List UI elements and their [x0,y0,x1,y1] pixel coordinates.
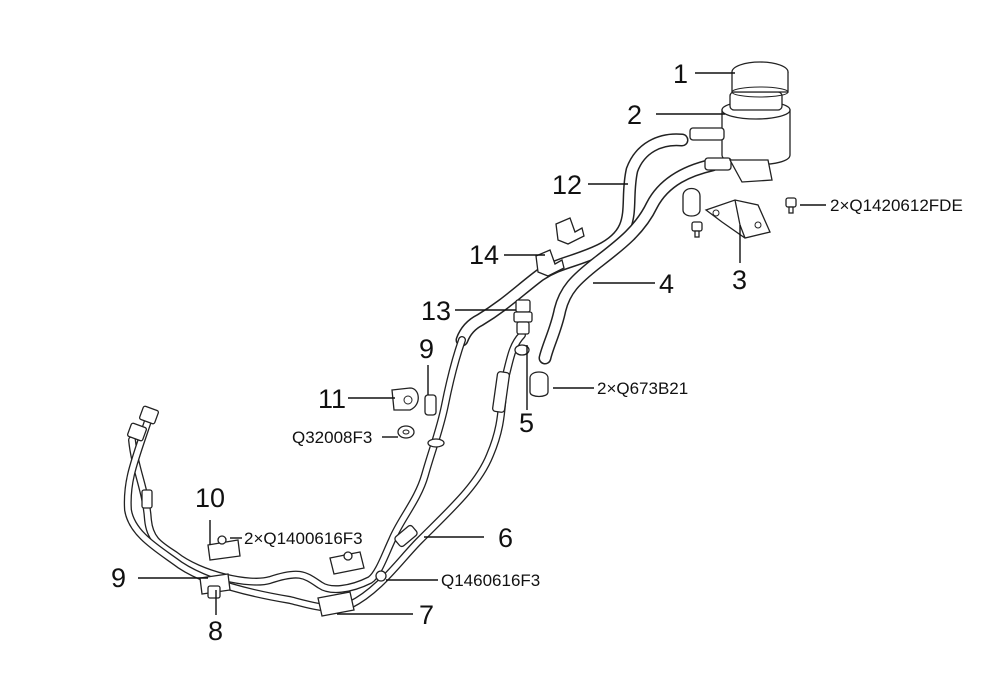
hose-clamp-5 [514,344,549,398]
callout-4: 4 [659,269,674,299]
suction-hose-4 [538,158,719,365]
callout-8: 8 [208,616,223,646]
callout-2: 2 [627,100,642,130]
pressure-hose-collar [394,524,418,548]
return-hose-12 [455,133,689,347]
callout-1: 1 [673,59,688,89]
callout-14: 14 [469,240,499,270]
washer-icon [397,425,415,439]
pressure-hose-sleeve [492,371,510,413]
callout-13: 13 [421,296,451,326]
bolt-icon [785,197,797,214]
bolt-icon [375,570,387,582]
hose-clip-14 [535,217,585,277]
sleeve-9 [424,394,437,416]
callout-9-lower: 9 [111,563,126,593]
reservoir-return-port [689,127,725,141]
clamp-8 [199,573,231,599]
callout-5: 5 [519,408,534,438]
left-pipe-fittings [127,405,159,509]
callout-7: 7 [419,600,434,630]
part-code-clamp: 2×Q673B21 [597,379,688,398]
reservoir-assembly [689,61,791,183]
bolt-icon [691,221,703,238]
callout-11: 11 [318,384,346,414]
pipe-clip-11 [391,387,419,411]
reservoir-outlet-port [704,157,732,171]
callout-3: 3 [732,265,747,295]
callout-10: 10 [195,483,225,513]
clamp-7 [317,551,365,617]
return-pipe-clamp [427,438,445,448]
callout-9-upper: 9 [419,334,434,364]
pressure-pipe-6 [123,331,526,612]
leader-lines [138,72,826,615]
clamp-10 [207,535,241,561]
bracket-3 [682,187,771,239]
part-code-bolt-7: Q1460616F3 [441,571,540,590]
pressure-fitting-13 [513,299,533,335]
callout-12: 12 [552,170,582,200]
part-code-bolt: 2×Q1420612FDE [830,196,963,215]
part-code-bolt-10: 2×Q1400616F3 [244,529,363,548]
callout-6: 6 [498,523,513,553]
part-code-washer: Q32008F3 [292,428,372,447]
